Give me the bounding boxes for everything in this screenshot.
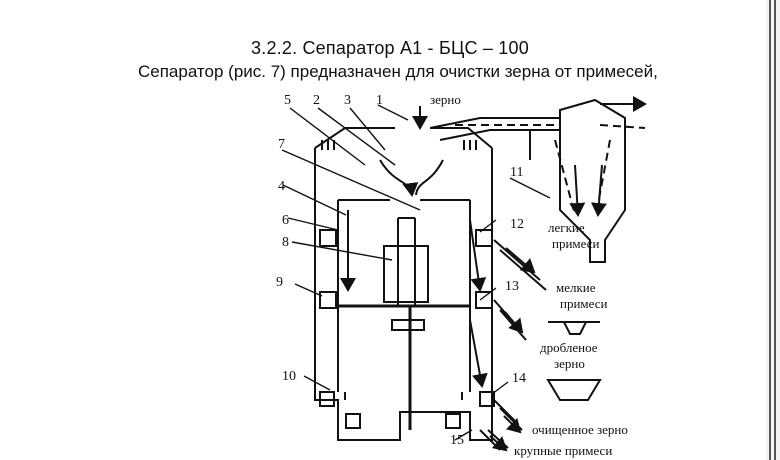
part-number-15: 15: [450, 433, 464, 448]
part-numbers: 1 2 3 4 5 6 7 8 9 10 11 12 13 14 15: [276, 93, 526, 448]
part-number-1: 1: [376, 93, 383, 108]
part-number-4: 4: [278, 179, 285, 194]
part-number-13: 13: [505, 279, 519, 294]
part-number-8: 8: [282, 235, 289, 250]
part-number-3: 3: [344, 93, 351, 108]
flow-labels: зерно легкие примеси мелкие примеси дроб…: [430, 92, 628, 458]
part-number-7: 7: [278, 137, 285, 152]
air-flow-lines: [455, 124, 646, 216]
scan-edge-stripe: [769, 0, 771, 460]
part-number-9: 9: [276, 275, 283, 290]
label-light-impurities-line2: примеси: [552, 236, 600, 251]
intro-text-line: Сепаратор (рис. 7) предназначен для очис…: [138, 62, 658, 81]
label-small-impurities-line1: мелкие: [556, 280, 596, 295]
label-grain-input: зерно: [430, 92, 461, 107]
scan-edge-artifact: [766, 0, 780, 460]
part-number-11: 11: [510, 165, 523, 180]
label-crushed-grain-line1: дробленое: [540, 340, 598, 355]
separator-housing: [314, 98, 626, 451]
scan-edge-stripe: [774, 0, 776, 460]
label-large-impurities: крупные примеси: [514, 443, 612, 458]
flow-arrows: [340, 96, 647, 452]
part-number-2: 2: [313, 93, 320, 108]
label-small-impurities-line2: примеси: [560, 296, 608, 311]
part-number-5: 5: [284, 93, 291, 108]
label-cleaned-grain: очищенное зерно: [532, 422, 628, 437]
label-crushed-grain-line2: зерно: [554, 356, 585, 371]
part-number-6: 6: [282, 213, 289, 228]
leader-lines: [281, 104, 551, 441]
label-light-impurities-line1: легкие: [548, 220, 585, 235]
section-heading: 3.2.2. Сепаратор А1 - БЦС – 100: [251, 38, 529, 58]
part-number-10: 10: [282, 369, 296, 384]
part-number-14: 14: [512, 371, 526, 386]
part-number-12: 12: [510, 217, 524, 232]
